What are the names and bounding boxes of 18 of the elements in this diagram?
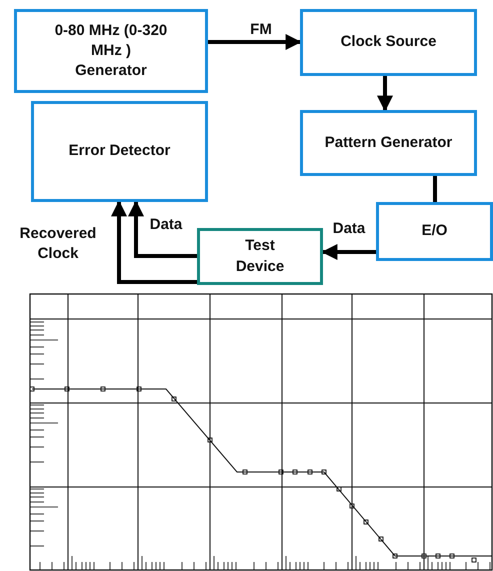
arrow [111,200,197,284]
block-label: Clock Source [340,32,438,52]
block-label: Test Device [234,236,286,276]
block-box [31,101,208,202]
block-box [197,228,323,285]
block-box [300,9,477,76]
block-box [300,110,477,176]
block-label: 0-80 MHz (0-320 MHz ) Generator [54,20,168,82]
block-label: Error Detector [68,141,172,162]
arrow [321,244,376,260]
block-box [14,9,208,93]
block-label: E/O [420,221,448,242]
block-box [376,202,493,261]
arrow [128,200,197,258]
connector-line [433,176,437,202]
block-label: Pattern Generator [324,132,454,153]
arrow [377,76,393,112]
arrow [208,34,302,50]
